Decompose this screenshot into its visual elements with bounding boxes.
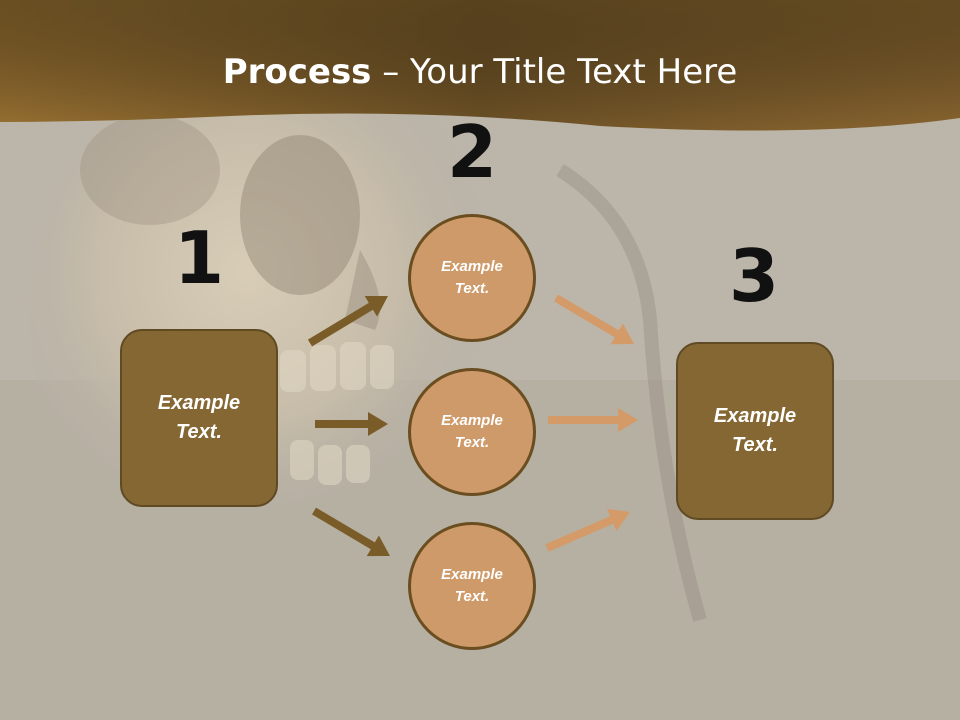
slide-title: Process – Your Title Text Here [0, 52, 960, 92]
arrow-box1-to-circle-middle [315, 412, 388, 436]
circle-bottom-label: Example Text. [441, 565, 503, 606]
step-number-1: 1 [173, 216, 225, 300]
step-number-2: 2 [446, 110, 498, 194]
step-number-3: 3 [728, 234, 780, 318]
arrow-box1-to-circle-bottom [312, 507, 390, 557]
step-1-label: Example Text. [157, 392, 241, 443]
circle-middle-label: Example Text. [441, 411, 503, 452]
title-bold: Process [222, 52, 372, 92]
step-3-label: Example Text. [713, 405, 797, 456]
step-2-circle-middle[interactable]: Example Text. [408, 368, 536, 496]
arrow-circle-middle-to-box3 [548, 408, 638, 432]
title-rest: – Your Title Text Here [371, 52, 738, 92]
step-2-circle-top[interactable]: Example Text. [408, 214, 536, 342]
arrow-circle-top-to-box3 [554, 294, 634, 345]
step-1-box[interactable]: Example Text. [120, 329, 278, 507]
step-3-box[interactable]: Example Text. [676, 342, 834, 520]
circle-top-label: Example Text. [441, 257, 503, 298]
step-2-circle-bottom[interactable]: Example Text. [408, 522, 536, 650]
arrow-box1-to-circle-top [307, 296, 388, 347]
arrow-circle-bottom-to-box3 [545, 508, 630, 552]
